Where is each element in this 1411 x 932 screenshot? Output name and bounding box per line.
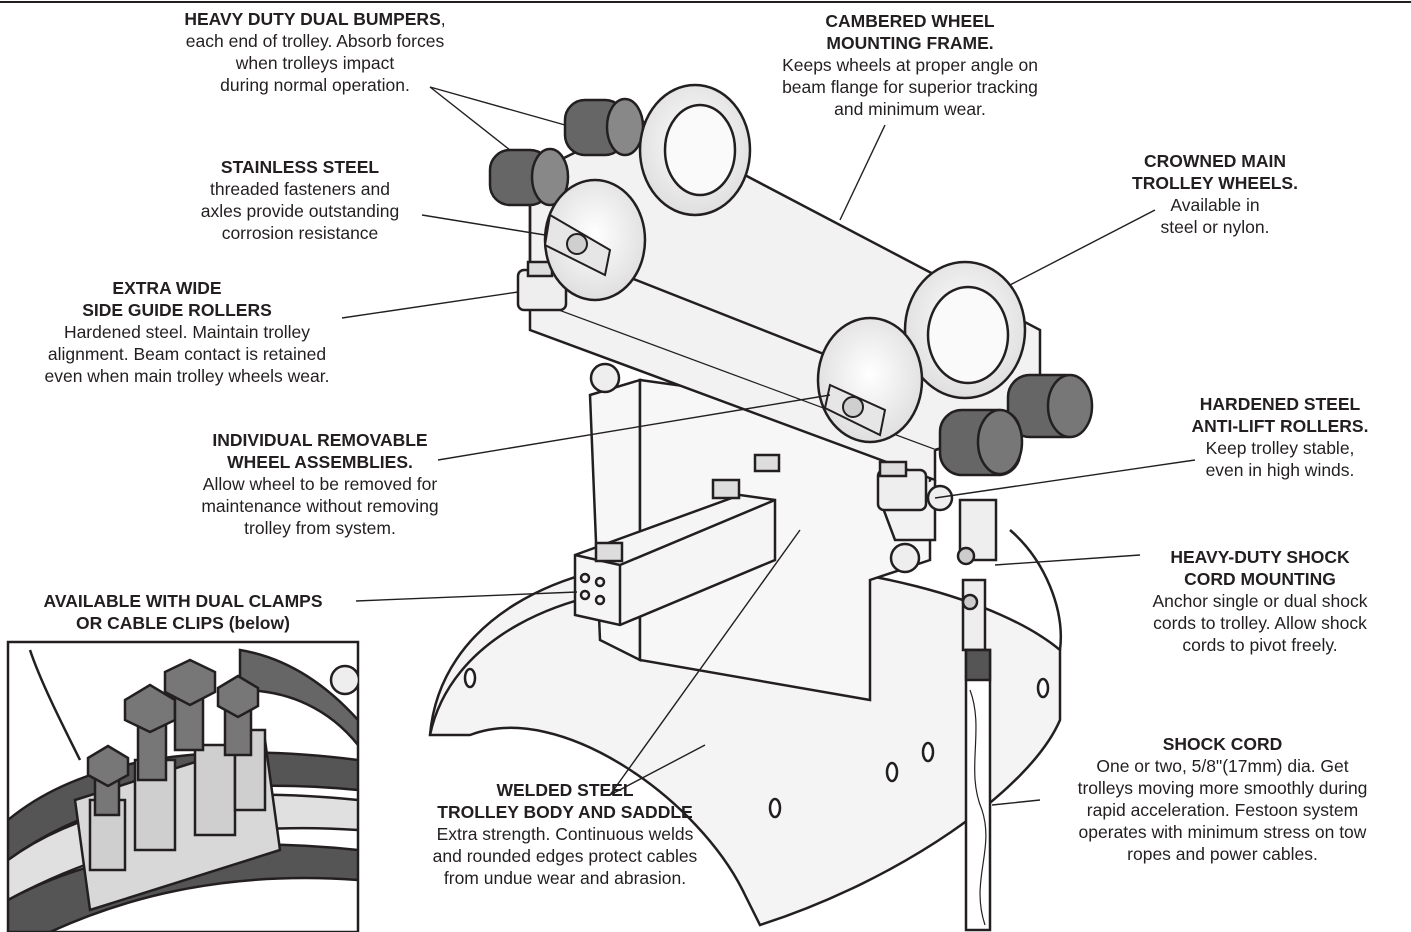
frame-heading-2: MOUNTING FRAME. [826, 33, 994, 53]
antilift-heading-2: ANTI-LIFT ROLLERS. [1191, 416, 1369, 436]
stainless-text-1: threaded fasteners and [210, 179, 390, 199]
body-text-2: and rounded edges protect cables [432, 846, 698, 866]
frame-heading-1: CAMBERED WHEEL [825, 11, 995, 31]
mounting-text-2: cords to trolley. Allow shock [1153, 613, 1367, 633]
body-heading-1: WELDED STEEL [496, 780, 634, 800]
antilift-text-1: Keep trolley stable, [1205, 438, 1355, 458]
guide-heading-2: SIDE GUIDE ROLLERS [82, 300, 272, 320]
removable-text-2: maintenance without removing [201, 496, 439, 516]
saddle [428, 529, 1062, 927]
inset-cable-clamps [6, 640, 360, 932]
antilift-heading-1: HARDENED STEEL [1199, 394, 1361, 414]
mounting-text-1: Anchor single or dual shock [1152, 591, 1368, 611]
body-text-1: Extra strength. Continuous welds [436, 824, 694, 844]
removable-text-1: Allow wheel to be removed for [202, 474, 438, 494]
callout-mounting: HEAVY-DUTY SHOCK CORD MOUNTING Anchor si… [1110, 546, 1410, 656]
mounting-heading-1: HEAVY-DUTY SHOCK [1170, 547, 1350, 567]
removable-heading-2: WHEEL ASSEMBLIES. [227, 452, 413, 472]
crowned-text-1: Available in [1170, 195, 1260, 215]
mounting-text-3: cords to pivot freely. [1182, 635, 1338, 655]
fasteners [543, 213, 887, 437]
shockcord-text-5: ropes and power cables. [1127, 844, 1318, 864]
shockcord-text-1: One or two, 5/8"(17mm) dia. Get [1096, 756, 1349, 776]
shockcord-text-3: rapid acceleration. Festoon system [1086, 800, 1359, 820]
callout-bumpers: HEAVY DUTY DUAL BUMPERS, each end of tro… [135, 8, 495, 96]
shock-cord [956, 498, 998, 932]
shockcord-heading: SHOCK CORD [1162, 734, 1283, 754]
stainless-text-2: axles provide outstanding [200, 201, 400, 221]
callout-crowned: CROWNED MAIN TROLLEY WHEELS. Available i… [1100, 150, 1330, 238]
bumpers-heading: HEAVY DUTY DUAL BUMPERS [184, 9, 441, 29]
bumpers-heading-comma: , [440, 9, 446, 29]
frame-text-2: beam flange for superior tracking [782, 77, 1038, 97]
frame-text-1: Keeps wheels at proper angle on [782, 55, 1038, 75]
guide-text-1: Hardened steel. Maintain trolley [63, 322, 311, 342]
callout-clamps: AVAILABLE WITH DUAL CLAMPS OR CABLE CLIP… [2, 590, 364, 634]
crowned-text-2: steel or nylon. [1160, 217, 1270, 237]
frame-text-3: and minimum wear. [834, 99, 986, 119]
bumpers-front [938, 373, 1094, 477]
bumpers-back [488, 97, 645, 207]
guide-text-2: alignment. Beam contact is retained [47, 344, 327, 364]
top-rule [0, 1, 1411, 3]
clamps-heading-1: AVAILABLE WITH DUAL CLAMPS [43, 591, 323, 611]
crowned-heading-2: TROLLEY WHEELS. [1132, 173, 1298, 193]
leader-lines [341, 86, 1196, 806]
callout-shock-cord: SHOCK CORD One or two, 5/8"(17mm) dia. G… [1035, 733, 1410, 865]
stainless-text-3: corrosion resistance [221, 223, 379, 243]
callout-body: WELDED STEEL TROLLEY BODY AND SADDLE Ext… [390, 779, 740, 889]
clamp-block [573, 453, 781, 627]
shockcord-text-4: operates with minimum stress on tow [1078, 822, 1367, 842]
crowned-heading-1: CROWNED MAIN [1144, 151, 1286, 171]
removable-heading-1: INDIVIDUAL REMOVABLE [212, 430, 428, 450]
callout-stainless: STAINLESS STEEL threaded fasteners and a… [180, 156, 420, 244]
callout-frame: CAMBERED WHEEL MOUNTING FRAME. Keeps whe… [740, 10, 1080, 120]
guide-heading-1: EXTRA WIDE [112, 278, 222, 298]
callout-antilift: HARDENED STEEL ANTI-LIFT ROLLERS. Keep t… [1160, 393, 1400, 481]
mounting-heading-2: CORD MOUNTING [1184, 569, 1336, 589]
body-text-3: from undue wear and abrasion. [443, 868, 687, 888]
callout-guide: EXTRA WIDE SIDE GUIDE ROLLERS Hardened s… [2, 277, 372, 387]
clamps-heading-2: OR CABLE CLIPS (below) [76, 613, 290, 633]
bumpers-text-3: during normal operation. [220, 75, 410, 95]
guide-rollers [516, 260, 954, 574]
callout-removable: INDIVIDUAL REMOVABLE WHEEL ASSEMBLIES. A… [165, 429, 475, 539]
guide-text-3: even when main trolley wheels wear. [44, 366, 330, 386]
stainless-heading: STAINLESS STEEL [220, 157, 380, 177]
bumpers-text-1: each end of trolley. Absorb forces [185, 31, 445, 51]
removable-text-3: trolley from system. [244, 518, 396, 538]
shockcord-text-2: trolleys moving more smoothly during [1077, 778, 1368, 798]
antilift-text-2: even in high winds. [1205, 460, 1355, 480]
bumpers-text-2: when trolleys impact [235, 53, 395, 73]
body-heading-2: TROLLEY BODY AND SADDLE [437, 802, 693, 822]
